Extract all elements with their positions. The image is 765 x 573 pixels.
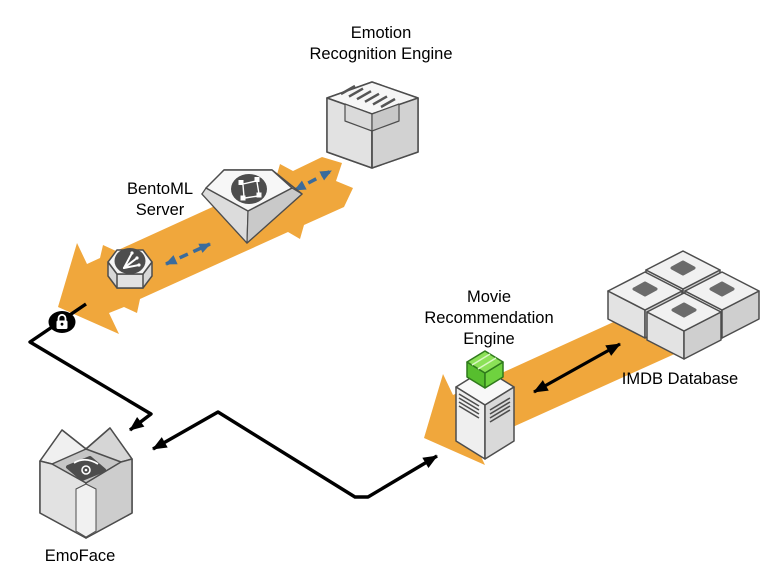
dashed-sync-arrow-left bbox=[165, 242, 211, 266]
bento-glyph-icon bbox=[123, 251, 141, 269]
db-cube bbox=[646, 292, 722, 360]
bentoml-to-emoface-connector bbox=[28, 302, 153, 432]
hex-nut-icon bbox=[107, 248, 153, 289]
emoface-to-movie-connector bbox=[152, 410, 438, 499]
model-gem-icon bbox=[201, 169, 303, 244]
label-bentoml-server: BentoML Server bbox=[126, 180, 194, 219]
dashed-sync-arrow-right bbox=[294, 169, 332, 192]
emoface-logo-icon bbox=[66, 456, 106, 481]
label-emotion-recognition-engine: Emotion Recognition Engine bbox=[309, 24, 453, 63]
vent-lines-icon bbox=[458, 393, 511, 423]
label-emoface: EmoFace bbox=[44, 547, 116, 565]
network-glyph-icon bbox=[238, 177, 262, 201]
label-imdb-database: IMDB Database bbox=[621, 370, 739, 388]
vent-grill-icon bbox=[340, 84, 396, 109]
cube-cluster-icon bbox=[607, 250, 760, 360]
lock-icon bbox=[48, 311, 76, 333]
server-package-icon bbox=[455, 350, 515, 460]
open-box-icon bbox=[39, 427, 133, 539]
label-movie-recommendation-engine: Movie Recommendation Engine bbox=[424, 288, 554, 348]
server-tower-icon bbox=[326, 81, 419, 169]
imdb-double-arrow bbox=[533, 342, 621, 394]
green-package-icon bbox=[466, 350, 504, 389]
